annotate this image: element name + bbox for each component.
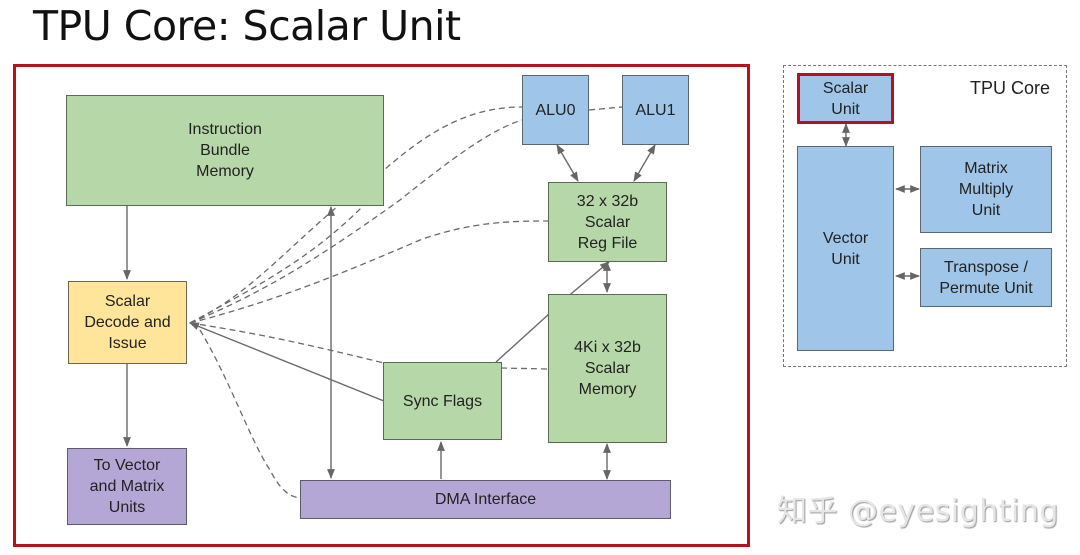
sync-flags-label: Sync Flags: [402, 392, 483, 410]
instruction-bundle-memory: Instruction Bundle Memory: [66, 95, 384, 206]
scalar-reg-file-label: 32 x 32b Scalar Reg File: [576, 192, 639, 252]
core-vector-unit: Vector Unit: [797, 146, 894, 351]
sync-flags: Sync Flags: [383, 362, 502, 440]
wire-alu1-reg: [633, 144, 656, 182]
scalar-unit-frame: [13, 64, 750, 547]
ctrl-dma: [199, 329, 301, 499]
scalar-memory: 4Ki x 32b Scalar Memory: [548, 294, 667, 443]
core-matrix-multiply-label: Matrix Multiply Unit: [958, 160, 1014, 219]
ctrl-sync: [189, 322, 385, 364]
alu0: ALU0: [522, 75, 589, 145]
ctrl-sync-mem: [500, 367, 549, 370]
to-vector-matrix-label: To Vector and Matrix Units: [89, 457, 165, 516]
core-scalar-unit: Scalar Unit: [797, 73, 894, 124]
dma-interface-label: DMA Interface: [434, 491, 537, 508]
core-transpose-permute-unit: Transpose / Permute Unit: [920, 248, 1052, 307]
wire-sync-to-decode: [189, 322, 385, 402]
ctrl-alu0-b: [189, 119, 523, 324]
tpu-core-label: TPU Core: [970, 78, 1051, 98]
scalar-decode-issue-label: Scalar Decode and Issue: [84, 293, 171, 352]
alu1-label: ALU1: [635, 101, 676, 119]
scalar-decode-issue: Scalar Decode and Issue: [68, 281, 187, 364]
alu0-label: ALU0: [535, 101, 576, 119]
slide-title: TPU Core: Scalar Unit: [33, 2, 461, 50]
alu1: ALU1: [622, 75, 689, 145]
scalar-reg-file: 32 x 32b Scalar Reg File: [548, 182, 667, 262]
watermark: 知乎 @eyesighting: [777, 494, 1059, 529]
dma-interface: DMA Interface: [300, 480, 671, 519]
instruction-bundle-memory-label: Instruction Bundle Memory: [188, 121, 262, 180]
scalar-memory-label: 4Ki x 32b Scalar Memory: [574, 339, 641, 398]
ctrl-ibm: [189, 204, 365, 324]
tpu-core-frame: [783, 65, 1067, 367]
ctrl-reg: [189, 220, 549, 324]
core-scalar-unit-label: Scalar Unit: [822, 79, 869, 118]
ctrl-alu0-alu1: [588, 106, 623, 111]
core-transpose-permute-label: Transpose / Permute Unit: [939, 258, 1033, 297]
to-vector-matrix-units: To Vector and Matrix Units: [67, 448, 187, 525]
wire-alu0-reg: [556, 144, 579, 182]
ctrl-alu0-a: [189, 106, 523, 324]
core-vector-unit-label: Vector Unit: [822, 229, 869, 268]
core-matrix-multiply-unit: Matrix Multiply Unit: [920, 146, 1052, 233]
